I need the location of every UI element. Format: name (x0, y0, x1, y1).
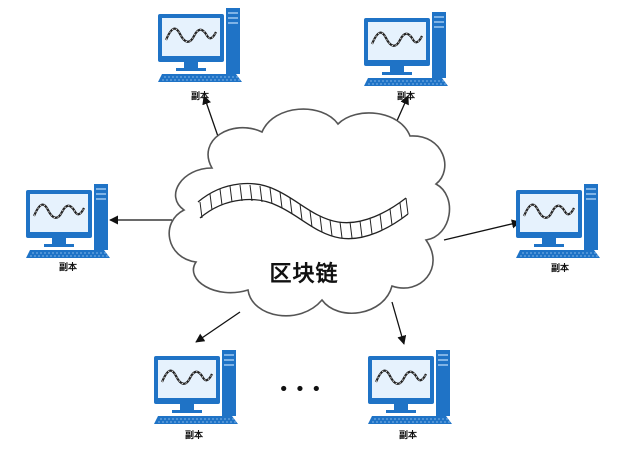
node-label: 副本 (551, 262, 570, 274)
computer-icon (156, 6, 244, 84)
computer-icon (362, 10, 450, 88)
computer-icon (24, 182, 112, 260)
node-left: 副本 (24, 182, 112, 273)
node-bottom-left: 副本 (152, 348, 240, 441)
node-top-left: 副本 (156, 6, 244, 102)
arrow-to-bottom-left (195, 311, 241, 343)
computer-icon (366, 348, 454, 426)
node-top-right: 副本 (362, 10, 450, 102)
center-label: 区块链 (269, 261, 338, 287)
node-bottom-right: 副本 (366, 348, 454, 441)
computer-icon (514, 182, 602, 260)
computer-icon (152, 348, 240, 426)
cloud (168, 108, 451, 317)
node-label: 副本 (191, 90, 210, 102)
arrow-to-bottom-right (391, 301, 407, 345)
node-label: 副本 (399, 429, 418, 441)
node-label: 副本 (185, 429, 204, 441)
node-right: 副本 (514, 182, 602, 274)
blockchain-strip (197, 182, 409, 240)
node-label: 副本 (397, 90, 416, 102)
arrow-to-right (443, 219, 521, 241)
node-label: 副本 (59, 261, 78, 273)
ellipsis: • • • (278, 379, 321, 400)
